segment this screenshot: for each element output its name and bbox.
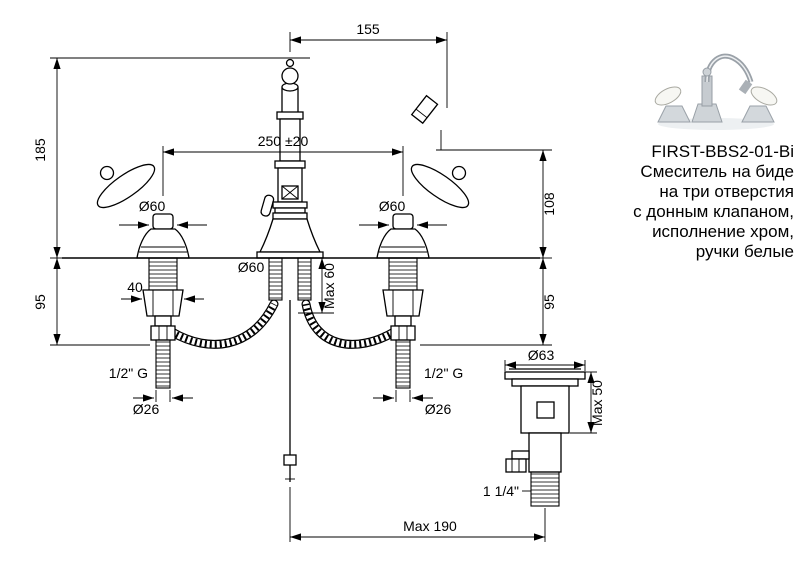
- right-valve: [376, 163, 470, 259]
- spout: [288, 54, 440, 125]
- under-deck-right: [382, 257, 424, 389]
- dim-axis-spread: 250 ±20: [258, 133, 309, 149]
- under-deck-left: [142, 257, 184, 389]
- dim-nut-width: 40: [127, 279, 143, 295]
- dim-max-deck: Max 60: [321, 263, 337, 309]
- left-handle-lever: [96, 163, 156, 209]
- dim-under-deck-right: 95: [541, 294, 557, 310]
- popup-rod: [283, 300, 297, 482]
- center-column: [256, 58, 324, 259]
- dim-under-deck-left: 95: [32, 294, 48, 310]
- right-escutcheon: [376, 228, 430, 259]
- product-photo: [654, 53, 778, 130]
- left-valve: [96, 163, 190, 259]
- left-inlet-tail: [155, 339, 171, 389]
- dim-outlet-height: 108: [541, 192, 557, 216]
- dimension-annotations: 155 185 95 250 ±20 108 95: [32, 21, 605, 542]
- right-handle-lever: [410, 163, 470, 209]
- dim-tail-left: Ø26: [133, 401, 160, 417]
- product-info: FIRST-BBS2-01-Bi Смеситель на биде на тр…: [544, 142, 794, 262]
- pivot-nut: [505, 458, 527, 473]
- pivot-stem: [511, 450, 530, 460]
- dim-drain-flange: Ø63: [528, 347, 555, 363]
- popup-knob: [260, 194, 275, 217]
- cartridge-mark: [281, 185, 299, 200]
- product-desc-line-1: Смеситель на биде: [640, 162, 794, 181]
- product-desc-line-4: исполнение хром,: [652, 222, 794, 241]
- dim-handle-base-right: Ø60: [379, 198, 406, 214]
- left-escutcheon: [136, 228, 190, 259]
- dim-thread-right: 1/2" G: [424, 365, 463, 381]
- dim-max-distance: Max 190: [403, 518, 457, 534]
- dim-tail-right: Ø26: [425, 401, 452, 417]
- dim-total-height: 185: [32, 138, 48, 162]
- dim-spout-reach: 155: [356, 21, 380, 37]
- right-inlet-tail: [395, 339, 411, 389]
- flex-hose-left: [167, 299, 279, 349]
- dim-center-base: Ø60: [238, 259, 265, 275]
- drain-assembly: [504, 368, 586, 507]
- product-desc-line-5: ручки белые: [695, 242, 794, 261]
- dim-handle-base-left: Ø60: [139, 198, 166, 214]
- under-deck-center: [167, 257, 399, 482]
- product-desc-line-2: на три отверстия: [659, 182, 794, 201]
- aerator: [410, 94, 439, 125]
- dim-thread-left: 1/2" G: [109, 365, 148, 381]
- product-code: FIRST-BBS2-01-Bi: [651, 142, 794, 161]
- product-desc-line-3: с донным клапаном,: [633, 202, 794, 221]
- overflow-slot: [536, 401, 555, 419]
- flex-hose-right: [301, 299, 399, 349]
- dim-drain-thread: 1 1/4": [483, 483, 519, 499]
- drain-thread: [530, 471, 560, 507]
- dim-drain-max: Max 50: [589, 380, 605, 426]
